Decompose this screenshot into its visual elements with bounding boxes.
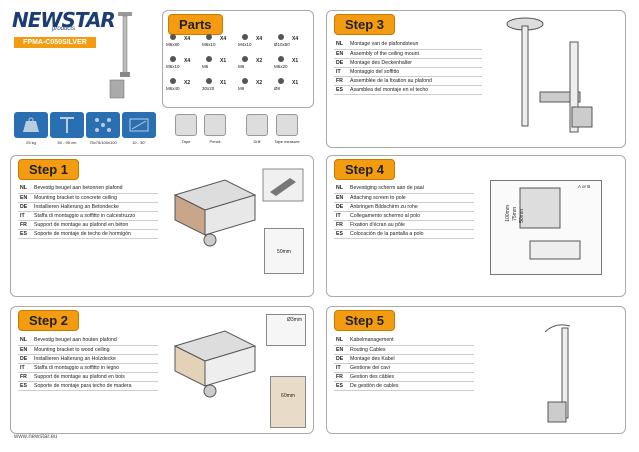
part-qty: X4 (184, 58, 191, 64)
part-qty: X2 (184, 80, 191, 86)
drill-detail (262, 168, 304, 202)
part-icon (206, 56, 212, 62)
model-number: FPMA-C050SILVER (14, 37, 96, 48)
product-illustration (109, 12, 132, 99)
part-icon (242, 78, 248, 84)
step1-illustration (173, 179, 257, 247)
measure-detail: 50mm (264, 228, 304, 274)
part-label: M6x10 (202, 42, 216, 47)
step3-illustration (506, 17, 593, 133)
part-label: M4x10 (238, 42, 252, 47)
part-label: Ø10x50 (274, 42, 290, 47)
part-label: M6 (238, 86, 245, 91)
part-label: Ø8 (274, 86, 281, 91)
part-icon (206, 34, 212, 40)
brand-logo: NEWSTAR (12, 8, 116, 32)
parts-title: Parts (168, 14, 223, 35)
part-icon (242, 34, 248, 40)
part-qty: X1 (292, 58, 299, 64)
part-label: M6x40 (166, 86, 180, 91)
part-qty: X4 (256, 36, 263, 42)
part-qty: X4 (220, 36, 227, 42)
weight-icon (23, 117, 39, 132)
part-qty: X1 (220, 80, 227, 86)
part-label: M6 (202, 64, 209, 69)
drill-bit-detail: Ø3mm (266, 314, 306, 346)
part-icon (206, 78, 212, 84)
step5-title: Step 5 (334, 310, 396, 331)
part-label: M6 (238, 64, 245, 69)
step2-illustration (173, 330, 257, 398)
drill-icon (246, 114, 268, 136)
part-qty: X1 (220, 58, 227, 64)
part-qty: X2 (256, 58, 263, 64)
part-icon (278, 34, 284, 40)
vesa-plate (519, 187, 581, 260)
height-range-icon (60, 117, 74, 133)
tape-measure-icon (276, 114, 298, 136)
part-label: 30x20 (202, 86, 215, 91)
part-icon (170, 56, 176, 62)
step2-title: Step 2 (18, 310, 80, 331)
part-qty: X4 (292, 36, 299, 42)
step1-title: Step 1 (18, 159, 80, 180)
part-icon (242, 56, 248, 62)
part-label: M6x20 (274, 64, 288, 69)
pencil-icon (204, 114, 226, 136)
step4-title: Step 4 (334, 159, 396, 180)
part-qty: X1 (292, 80, 299, 86)
part-qty: X4 (184, 36, 191, 42)
tape-icon (175, 114, 197, 136)
brand-sub: products (52, 26, 76, 32)
part-label: M6x80 (166, 42, 180, 47)
screen-size-icon (129, 118, 149, 132)
part-label: M6x10 (166, 64, 180, 69)
part-icon (170, 78, 176, 84)
part-icon (278, 56, 284, 62)
footer-url: www.newstar.eu (14, 434, 58, 440)
vesa-icon (95, 118, 111, 132)
part-icon (278, 78, 284, 84)
part-qty: X2 (256, 80, 263, 86)
step5-illustration (544, 324, 571, 423)
wood-measure-detail: 60mm (270, 376, 306, 428)
step3-title: Step 3 (334, 14, 396, 35)
part-icon (170, 34, 176, 40)
